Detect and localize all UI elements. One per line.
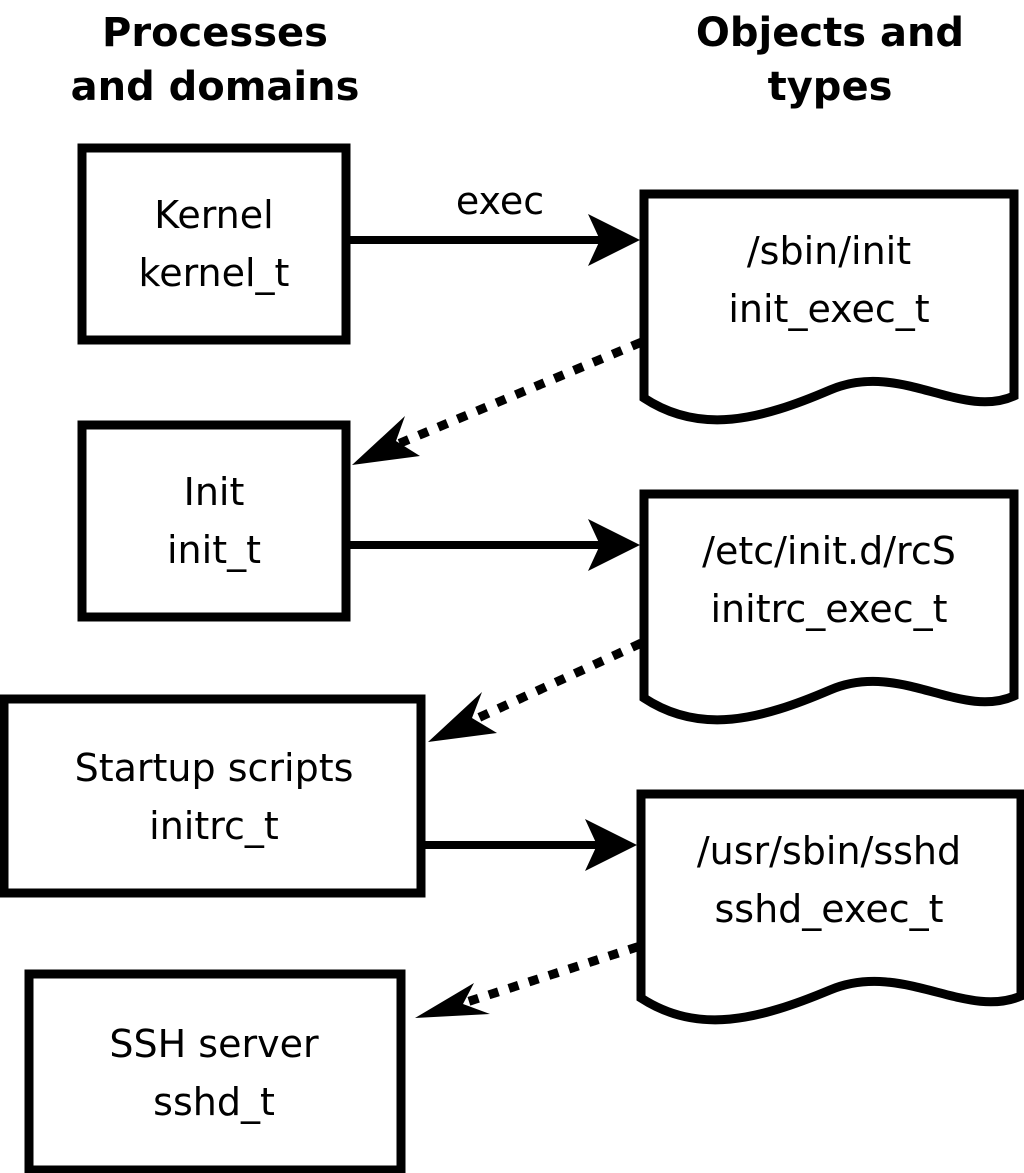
arrowhead-initrc-exec-to-initrc — [428, 692, 497, 742]
edge-initrc-exec-to-initrc — [428, 639, 643, 742]
node-kernel[interactable]: Kernel kernel_t — [77, 143, 351, 345]
node-init-box[interactable] — [77, 420, 351, 622]
column-header-objects: Objects and types — [696, 10, 964, 110]
node-usr-sbin-sshd-type: sshd_exec_t — [714, 887, 943, 931]
node-startup-scripts-box[interactable] — [0, 694, 426, 898]
header-processes-line2: and domains — [71, 64, 360, 110]
edge-init-exec-to-init — [352, 338, 643, 465]
node-sbin-init-label: /sbin/init — [747, 229, 911, 273]
edge-label-exec: exec — [456, 179, 544, 223]
header-objects-line1: Objects and — [696, 10, 964, 56]
node-usr-sbin-sshd-document[interactable] — [636, 789, 1024, 1025]
node-ssh-server[interactable]: SSH server sshd_t — [24, 969, 406, 1173]
node-init[interactable]: Init init_t — [77, 420, 351, 622]
node-kernel-box[interactable] — [77, 143, 351, 345]
node-ssh-server-label: SSH server — [109, 1022, 319, 1066]
arrowhead-sshd-exec-to-sshd — [415, 983, 490, 1018]
node-etc-initd-rcs-document[interactable] — [639, 489, 1019, 725]
node-ssh-server-type: sshd_t — [153, 1080, 275, 1124]
edge-line-initrc-exec-to-initrc — [472, 639, 643, 724]
arrowhead-init-to-initrc-exec — [588, 519, 640, 571]
node-etc-initd-rcs-type: initrc_exec_t — [711, 587, 948, 631]
node-startup-scripts[interactable]: Startup scripts initrc_t — [0, 694, 426, 898]
node-kernel-label: Kernel — [154, 193, 273, 237]
node-sbin-init[interactable]: /sbin/init init_exec_t — [639, 189, 1019, 425]
edge-sshd-exec-to-sshd — [415, 942, 640, 1018]
arrowhead-exec — [588, 214, 640, 266]
node-init-type: init_t — [167, 528, 261, 572]
edge-line-sshd-exec-to-sshd — [467, 942, 640, 1006]
header-objects-line2: types — [768, 64, 893, 110]
node-usr-sbin-sshd[interactable]: /usr/sbin/sshd sshd_exec_t — [636, 789, 1024, 1025]
header-processes-line1: Processes — [102, 10, 328, 56]
node-etc-initd-rcs-label: /etc/init.d/rcS — [702, 529, 956, 573]
arrowhead-init-exec-to-init — [352, 416, 420, 465]
column-header-processes: Processes and domains — [71, 10, 360, 110]
edge-kernel-to-init-exec: exec — [350, 179, 640, 266]
node-init-label: Init — [184, 470, 245, 514]
node-usr-sbin-sshd-label: /usr/sbin/sshd — [697, 829, 961, 873]
edge-init-to-initrc-exec — [350, 519, 640, 571]
edge-line-init-exec-to-init — [392, 338, 643, 450]
edge-initrc-to-sshd-exec — [425, 819, 637, 871]
node-startup-scripts-label: Startup scripts — [75, 746, 354, 790]
node-startup-scripts-type: initrc_t — [149, 804, 279, 848]
node-sbin-init-type: init_exec_t — [728, 287, 929, 331]
node-sbin-init-document[interactable] — [639, 189, 1019, 425]
node-kernel-type: kernel_t — [139, 251, 290, 295]
node-etc-initd-rcs[interactable]: /etc/init.d/rcS initrc_exec_t — [639, 489, 1019, 725]
node-ssh-server-box[interactable] — [24, 969, 406, 1173]
arrowhead-initrc-to-sshd-exec — [585, 819, 637, 871]
